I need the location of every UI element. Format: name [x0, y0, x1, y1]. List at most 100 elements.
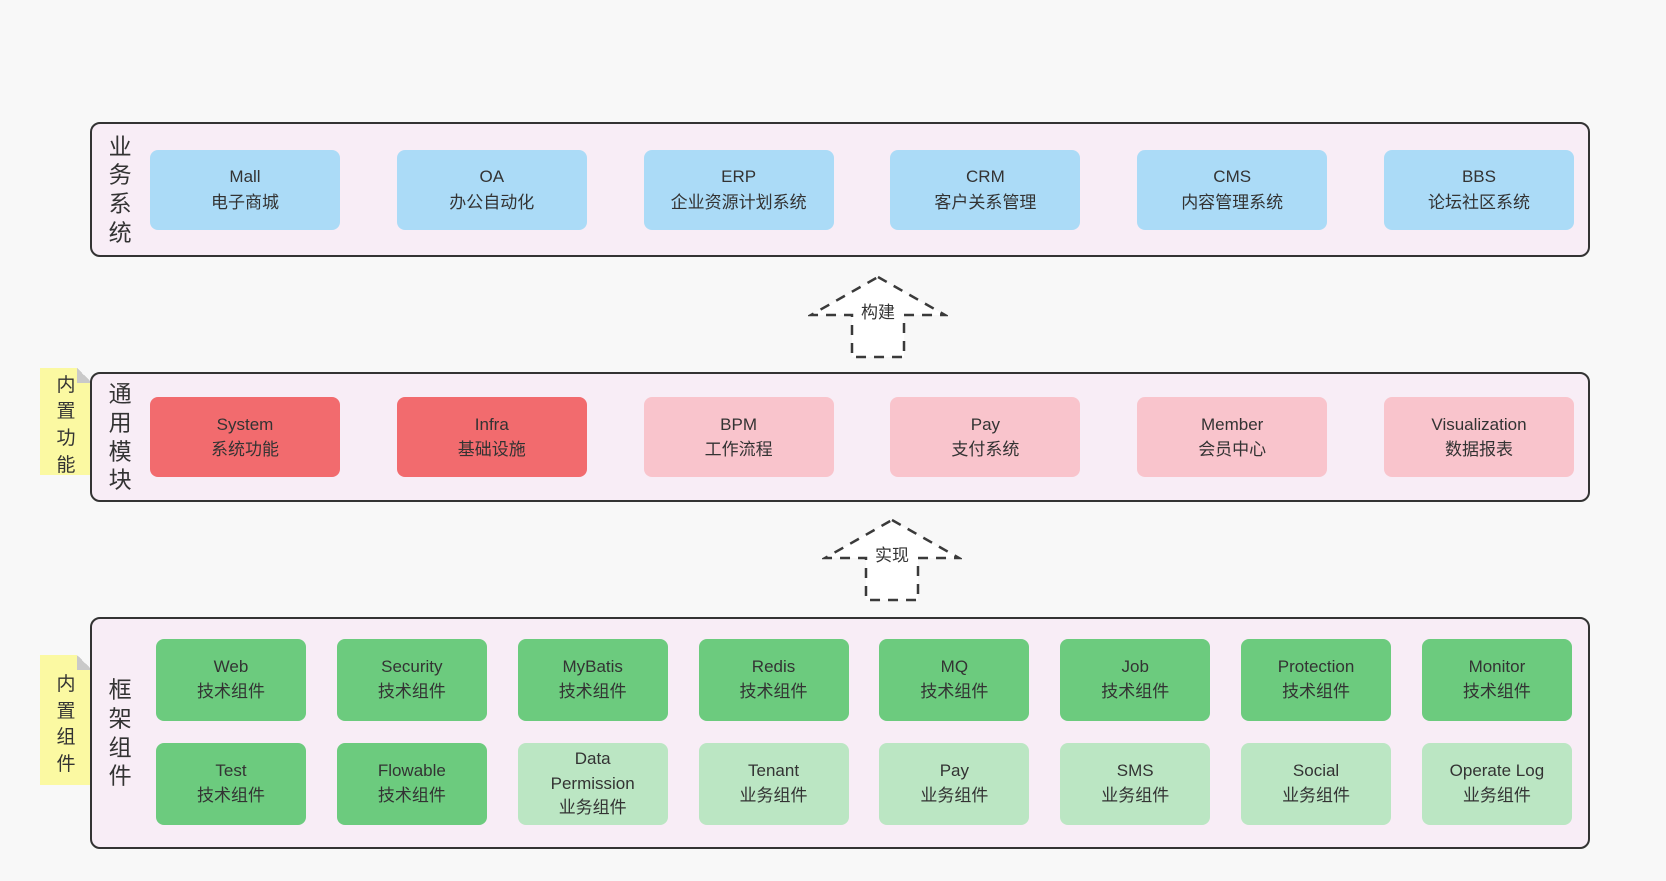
box-flowable: Flowable 技术组件	[336, 743, 487, 825]
box-title: CMS	[1213, 167, 1252, 186]
box-title: BPM	[720, 414, 758, 434]
arrow-build: 构建	[808, 273, 948, 361]
box-job: Job 技术组件	[1060, 639, 1211, 721]
box-title: BBS	[1461, 167, 1496, 186]
box-visualization: Visualization 数据报表	[1383, 397, 1574, 477]
box-bbs: BBS 论坛社区系统	[1383, 149, 1574, 230]
box-subtitle: 工作流程	[704, 440, 773, 459]
box-subtitle: 技术组件	[377, 682, 446, 701]
box-title: Pay	[970, 414, 1001, 434]
box-test: Test 技术组件	[156, 743, 306, 825]
box-title: Security	[381, 657, 443, 677]
box-redis: Redis 技术组件	[698, 639, 849, 721]
box-subtitle: 会员中心	[1198, 440, 1267, 459]
box-subtitle: 支付系统	[951, 440, 1020, 459]
sticky-note-builtin-components: 内置组件	[40, 655, 92, 785]
box-protection: Protection 技术组件	[1241, 639, 1392, 721]
box-title: Monitor	[1468, 657, 1526, 677]
box-subtitle: 业务组件	[1101, 786, 1170, 805]
box-subtitle: 技术组件	[1282, 682, 1351, 701]
box-subtitle: 办公自动化	[449, 192, 535, 212]
box-title: MyBatis	[562, 657, 623, 677]
box-subtitle: 技术组件	[377, 786, 446, 805]
box-subtitle: 技术组件	[739, 682, 808, 701]
box-cms: CMS 内容管理系统	[1137, 149, 1328, 230]
box-oa: OA 办公自动化	[396, 149, 587, 230]
box-subtitle: 数据报表	[1444, 440, 1513, 459]
common-modules-row: System 系统功能 Infra 基础设施 BPM 工作流程 Pay 支付系统…	[150, 397, 1574, 477]
arrow-implement-label: 实现	[871, 540, 913, 567]
box-subtitle: 内容管理系统	[1181, 192, 1284, 212]
box-bpm: BPM 工作流程	[643, 397, 834, 477]
box-subtitle: 业务组件	[1462, 786, 1531, 805]
box-subtitle: 论坛社区系统	[1427, 192, 1530, 212]
box-title: Flowable	[377, 761, 446, 781]
arrow-implement: 实现	[822, 516, 962, 604]
box-mq: MQ 技术组件	[879, 639, 1030, 721]
business-systems-row: Mall 电子商城 OA 办公自动化 ERP 企业资源计划系统 CRM 客户关系…	[150, 149, 1574, 230]
box-member: Member 会员中心	[1137, 397, 1328, 477]
box-title: Tenant	[748, 761, 800, 781]
box-title: ERP	[721, 167, 757, 186]
box-title: Pay	[939, 761, 970, 781]
box-system: System 系统功能	[150, 397, 340, 477]
box-title: Operate Log	[1449, 761, 1545, 781]
box-title: System	[216, 414, 274, 434]
box-social: Social 业务组件	[1241, 743, 1392, 825]
box-title: Test	[215, 761, 247, 781]
box-subtitle: 系统功能	[211, 440, 279, 459]
box-title: Web	[213, 657, 249, 677]
box-subtitle: 业务组件	[558, 798, 627, 818]
arrow-build-label: 构建	[857, 297, 899, 324]
box-pay-component: Pay 业务组件	[879, 743, 1030, 825]
box-subtitle: 技术组件	[197, 786, 265, 805]
box-subtitle: 技术组件	[197, 682, 265, 701]
box-subtitle: 企业资源计划系统	[670, 192, 807, 212]
framework-row-1: Web 技术组件 Security 技术组件 MyBatis 技术组件 Redi…	[156, 639, 1572, 721]
band-label-framework-components: 框架组件	[108, 676, 132, 789]
box-title: Job	[1121, 657, 1149, 677]
box-title: MQ	[940, 657, 969, 677]
box-subtitle: 基础设施	[457, 440, 526, 459]
box-title: OA	[479, 167, 505, 186]
box-tenant: Tenant 业务组件	[698, 743, 849, 825]
box-title: Redis	[751, 657, 796, 677]
box-security: Security 技术组件	[336, 639, 487, 721]
box-title: Visualization	[1431, 414, 1527, 434]
sticky-note-builtin-features: 内置功能	[40, 368, 92, 475]
framework-components-rows: Web 技术组件 Security 技术组件 MyBatis 技术组件 Redi…	[156, 639, 1572, 825]
framework-row-2: Test 技术组件 Flowable 技术组件 Data Permission …	[156, 743, 1572, 825]
box-subtitle: 业务组件	[1282, 786, 1351, 805]
box-title: Mall	[229, 167, 261, 186]
box-title: CRM	[966, 167, 1005, 186]
box-subtitle: 业务组件	[739, 786, 808, 805]
box-infra: Infra 基础设施	[396, 397, 587, 477]
box-title: Infra	[474, 414, 509, 434]
box-subtitle: 技术组件	[1101, 682, 1170, 701]
sticky-note-text: 内置功能	[56, 374, 76, 476]
band-common-modules: 通用模块 System 系统功能 Infra 基础设施 BPM 工作流程 Pay…	[90, 372, 1590, 502]
box-mall: Mall 电子商城	[150, 149, 340, 230]
box-title: Social	[1292, 761, 1340, 781]
box-crm: CRM 客户关系管理	[890, 149, 1081, 230]
box-monitor: Monitor 技术组件	[1421, 639, 1572, 721]
band-label-common-modules: 通用模块	[108, 380, 132, 493]
box-subtitle: 技术组件	[1462, 682, 1531, 701]
box-subtitle: 电子商城	[211, 192, 279, 212]
box-title: Data Permission	[550, 749, 635, 793]
box-subtitle: 技术组件	[558, 682, 627, 701]
box-operate-log: Operate Log 业务组件	[1421, 743, 1572, 825]
box-subtitle: 客户关系管理	[934, 192, 1037, 212]
box-web: Web 技术组件	[156, 639, 306, 721]
box-title: SMS	[1116, 761, 1154, 781]
band-business-systems: 业务系统 Mall 电子商城 OA 办公自动化 ERP 企业资源计划系统 CRM…	[90, 122, 1590, 257]
band-framework-components: 框架组件 Web 技术组件 Security 技术组件 MyBatis 技术组件…	[90, 617, 1590, 849]
box-mybatis: MyBatis 技术组件	[517, 639, 668, 721]
box-subtitle: 技术组件	[920, 682, 989, 701]
band-label-business-systems: 业务系统	[108, 133, 132, 246]
sticky-note-text: 内置组件	[56, 674, 76, 775]
box-title: Member	[1201, 414, 1264, 434]
box-erp: ERP 企业资源计划系统	[643, 149, 834, 230]
box-subtitle: 业务组件	[920, 786, 989, 805]
box-data-permission: Data Permission 业务组件	[517, 743, 668, 825]
